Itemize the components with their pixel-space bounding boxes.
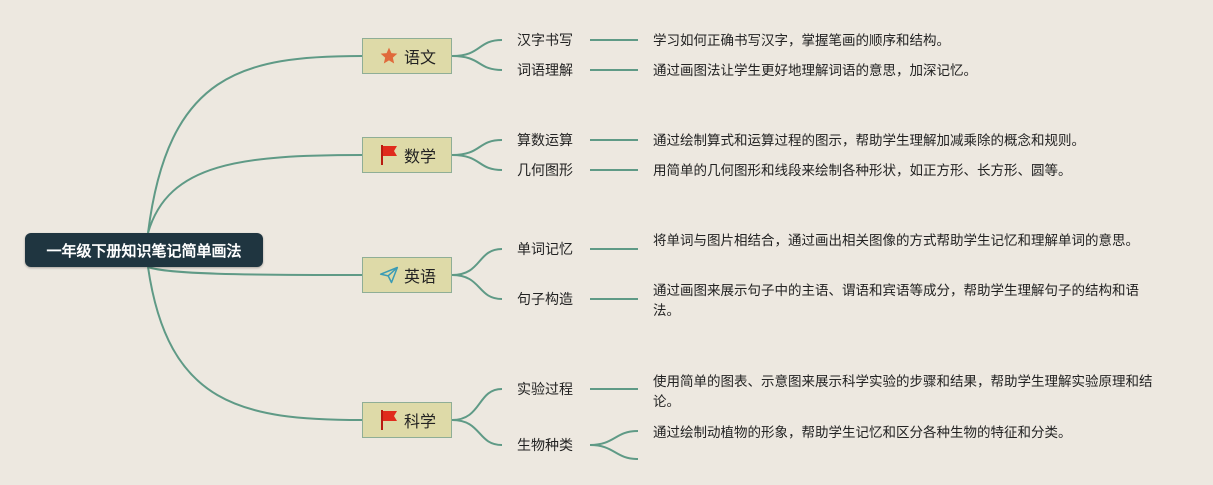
edge-root-to-subject-2 — [147, 266, 363, 276]
topic-description: 通过画图来展示句子中的主语、谓语和宾语等成分，帮助学生理解句子的结构和语法。 — [653, 283, 1139, 319]
subject-label: 数学 — [403, 147, 436, 166]
red-flag-icon — [378, 409, 400, 431]
topic-description: 学习如何正确书写汉字，掌握笔画的顺序和结构。 — [653, 33, 950, 49]
topic-description: 使用简单的图表、示意图来展示科学实验的步骤和结果，帮助学生理解实验原理和结论。 — [653, 374, 1153, 410]
edge-root-to-subject-3 — [147, 266, 363, 421]
subject-label: 英语 — [403, 267, 436, 286]
topic-node[interactable]: 几何图形 — [517, 163, 573, 179]
edge-root-to-subject-1 — [147, 154, 363, 234]
edge-subject-0-topic-1 — [451, 55, 503, 71]
edge-subject-3-topic-1 — [451, 419, 503, 446]
paper-plane-icon — [378, 264, 400, 286]
edge-subject-1-topic-1 — [451, 154, 503, 171]
topic-node[interactable]: 句子构造 — [517, 292, 573, 308]
edge-topic-desc-upper — [589, 430, 639, 446]
subject-label: 语文 — [403, 48, 436, 67]
root-title: 一年级下册知识笔记简单画法 — [46, 241, 242, 260]
red-flag-icon — [378, 144, 400, 166]
subject-node-3[interactable]: 科学 — [362, 402, 452, 438]
topic-description: 用简单的几何图形和线段来绘制各种形状，如正方形、长方形、圆等。 — [653, 163, 1072, 179]
subject-label: 科学 — [403, 412, 436, 431]
edge-root-to-subject-0 — [147, 55, 363, 234]
subject-node-2[interactable]: 英语 — [362, 257, 452, 293]
topic-node[interactable]: 生物种类 — [517, 438, 573, 454]
edge-subject-2-topic-0 — [451, 248, 503, 276]
topic-node[interactable]: 实验过程 — [517, 382, 573, 398]
topic-node[interactable]: 单词记忆 — [517, 242, 573, 258]
subject-node-1[interactable]: 数学 — [362, 137, 452, 173]
edge-subject-3-topic-0 — [451, 388, 503, 421]
topic-node[interactable]: 算数运算 — [517, 133, 573, 149]
edge-subject-2-topic-1 — [451, 274, 503, 300]
edge-subject-0-topic-0 — [451, 39, 503, 57]
root-node[interactable]: 一年级下册知识笔记简单画法 — [25, 233, 263, 267]
topic-description: 通过绘制动植物的形象，帮助学生记忆和区分各种生物的特征和分类。 — [653, 425, 1072, 441]
edge-topic-desc-lower — [589, 444, 639, 460]
topic-description: 将单词与图片相结合，通过画出相关图像的方式帮助学生记忆和理解单词的意思。 — [653, 233, 1139, 249]
star-icon — [378, 45, 400, 67]
topic-node[interactable]: 词语理解 — [517, 63, 573, 79]
edge-subject-1-topic-0 — [451, 139, 503, 156]
topic-description: 通过画图法让学生更好地理解词语的意思，加深记忆。 — [653, 63, 977, 79]
topic-node[interactable]: 汉字书写 — [517, 33, 573, 49]
subject-node-0[interactable]: 语文 — [362, 38, 452, 74]
topic-description: 通过绘制算式和运算过程的图示，帮助学生理解加减乘除的概念和规则。 — [653, 133, 1085, 149]
